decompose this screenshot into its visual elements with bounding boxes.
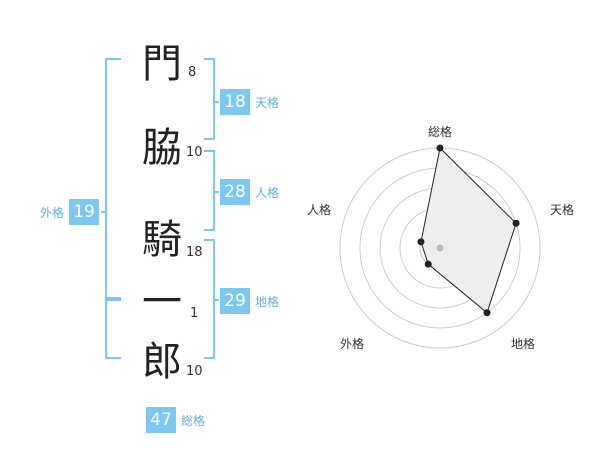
chikaku-label: 地格 (255, 294, 280, 309)
name-char-3: 騎 (142, 217, 182, 263)
radar-center-dot (436, 244, 444, 252)
radar-point-1 (436, 144, 444, 152)
jinkaku-badge: 28 人格 (220, 179, 279, 205)
soukaku-label: 総格 (181, 413, 206, 428)
radar-axis-label-tenkaku: 天格 (550, 203, 575, 217)
radar-point-3 (483, 309, 491, 317)
tenkaku-badge: 18 天格 (220, 89, 279, 115)
jinkaku-label: 人格 (255, 185, 280, 200)
jinkaku-value: 28 (220, 179, 250, 205)
radar-point-5 (417, 238, 425, 246)
radar-axis-label-gaikaku: 外格 (340, 337, 365, 351)
radar-point-4 (424, 260, 432, 268)
name-char-1: 門 (142, 41, 182, 87)
tenkaku-bracket (204, 58, 215, 140)
soukaku-badge: 47 総格 (146, 407, 205, 433)
name-char-4: 一 (142, 279, 182, 325)
gaikaku-label: 外格 (40, 205, 65, 220)
chikaku-value: 29 (220, 288, 250, 314)
name-char-2: 脇 (142, 125, 182, 171)
radar-point-2 (512, 219, 520, 227)
stroke-count-3: 18 (186, 245, 203, 260)
chikaku-badge: 29 地格 (220, 288, 279, 314)
radar-axis-label-soukaku: 総格 (428, 125, 453, 139)
tenkaku-value: 18 (220, 89, 250, 115)
soukaku-value: 47 (146, 407, 176, 433)
gaikaku-badge: 外格 19 (40, 199, 100, 225)
stroke-count-4: 1 (190, 306, 199, 321)
radar-axis-label-chikaku: 地格 (511, 337, 536, 351)
gaikaku-value: 19 (69, 199, 100, 225)
stroke-count-1: 8 (188, 65, 197, 80)
stroke-count-2: 10 (186, 145, 203, 160)
gaikaku-bracket-top (105, 58, 121, 299)
tenkaku-label: 天格 (255, 95, 280, 110)
radar-axis-label-jinkaku: 人格 (307, 203, 332, 217)
radar-value-polygon (420, 146, 517, 314)
jinkaku-bracket (204, 150, 215, 231)
stroke-count-5: 10 (186, 364, 203, 379)
gaikaku-bracket-bottom (105, 299, 121, 359)
name-char-5: 郎 (142, 339, 182, 385)
